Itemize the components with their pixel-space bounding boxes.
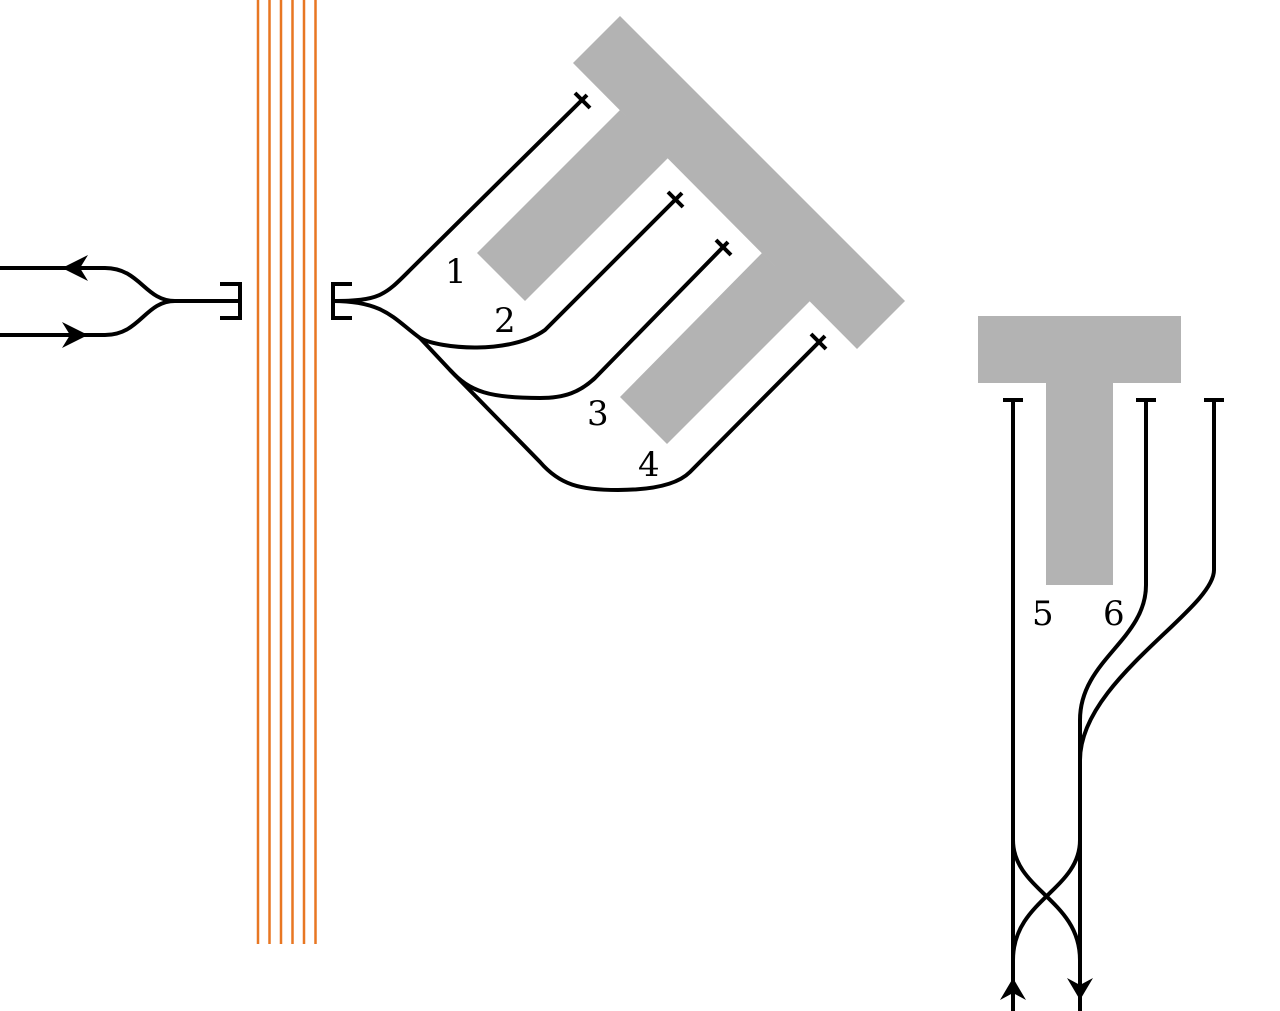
river <box>256 0 317 944</box>
arrow-up-icon <box>1000 978 1026 1000</box>
arrow-left-icon <box>62 255 88 281</box>
track-label-5: 5 <box>1032 594 1054 634</box>
station-platforms <box>978 316 1181 585</box>
platform-a <box>477 110 668 301</box>
track-label-6: 6 <box>1103 594 1125 634</box>
buffer-stop-icon <box>666 190 685 209</box>
station-tracks <box>1000 398 1224 1011</box>
crossover-b <box>1011 839 1082 961</box>
platform-main <box>573 16 905 349</box>
track-6 <box>1078 400 1148 1011</box>
track-outer <box>1078 400 1216 761</box>
track-4 <box>448 334 827 493</box>
arrow-down-icon <box>1067 978 1093 1000</box>
track-label-4: 4 <box>638 445 660 485</box>
platform-b <box>620 253 810 444</box>
track-label-1: 1 <box>445 252 467 292</box>
left-approach <box>0 255 242 348</box>
tunnel-portal-icon <box>220 282 242 320</box>
platform-stem <box>1046 383 1113 585</box>
track-label-3: 3 <box>587 394 609 434</box>
track-upper-left <box>0 266 240 303</box>
terminal-platforms <box>477 16 905 444</box>
terminal-tracks <box>332 91 828 493</box>
buffer-stop-icon <box>714 238 733 257</box>
arrow-right-icon <box>62 322 88 348</box>
track-labels: 1 2 3 4 5 6 <box>445 252 1125 634</box>
buffer-stop-icon <box>809 332 828 351</box>
crossover-a <box>1011 839 1082 961</box>
platform-top <box>978 316 1181 383</box>
buffer-stop-icon <box>573 91 592 110</box>
track-lower-left <box>0 299 176 337</box>
track-label-2: 2 <box>494 301 516 341</box>
